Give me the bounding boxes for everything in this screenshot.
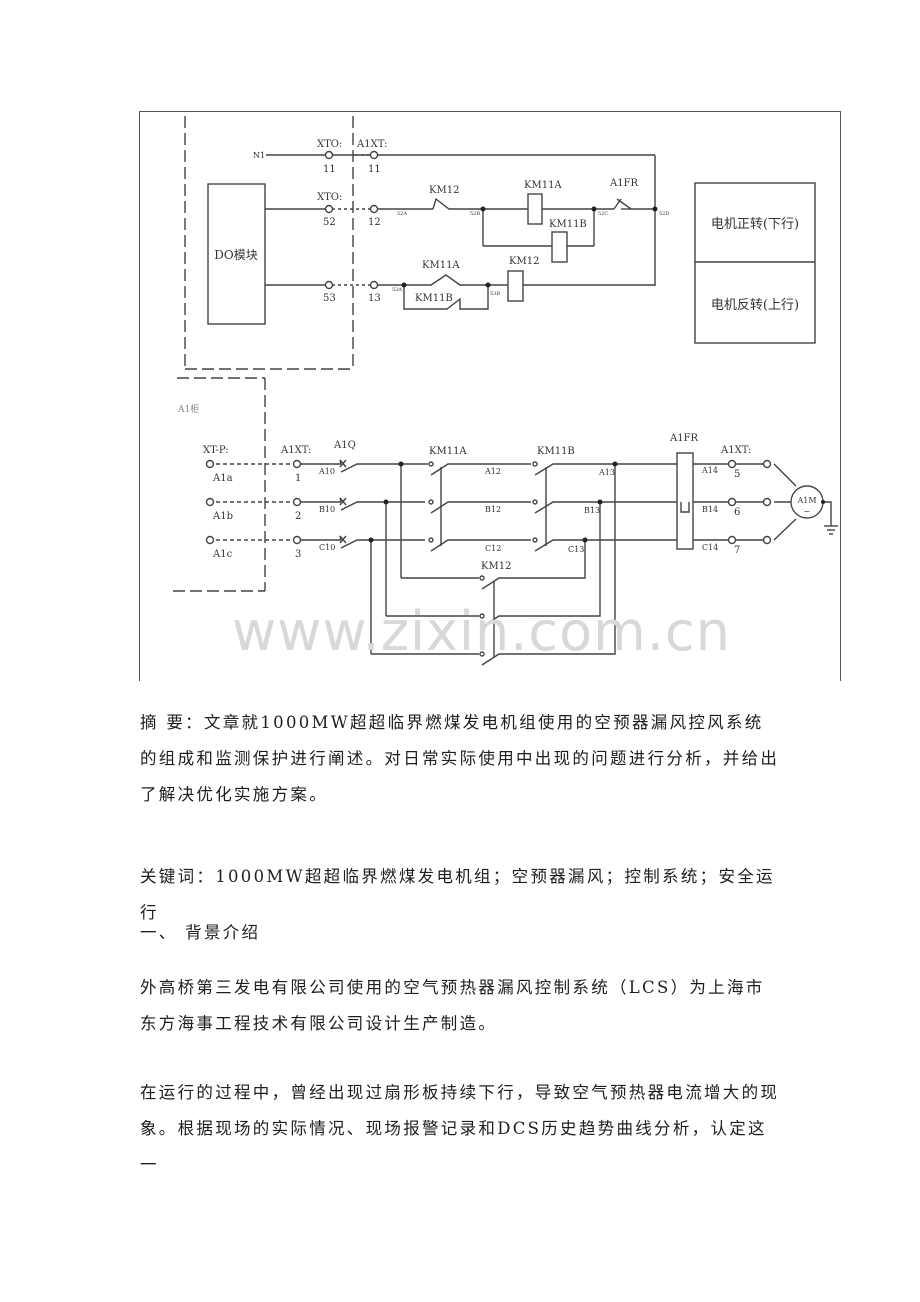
- label-c12: C12: [485, 544, 501, 553]
- label-xt-p: XT-P:: [203, 445, 229, 456]
- label-motor: A1M: [796, 496, 816, 505]
- label-c14: C14: [702, 543, 718, 552]
- label-a1fr-power: A1FR: [669, 433, 699, 444]
- label-km11b-contact: KM11B: [415, 293, 453, 304]
- body-paragraph-1: 外高桥第三发电有限公司使用的空气预热器漏风控制系统（LCS）为上海市东方海事工程…: [140, 978, 765, 1033]
- do-module-label: DO模块: [214, 248, 257, 262]
- label-a1b: A1b: [212, 511, 233, 522]
- label-km12-contact: KM12: [429, 185, 459, 196]
- label-km11b-power: KM11B: [537, 446, 575, 457]
- label-km11a-power: KM11A: [429, 446, 467, 457]
- do-module-box: [207, 183, 266, 325]
- label-km11a-contact: KM11A: [422, 260, 460, 271]
- label-a1fr-contact: A1FR: [609, 178, 639, 189]
- label-node-52d: 52D: [659, 211, 669, 217]
- label-a1c: A1c: [212, 549, 233, 560]
- label-xto-mid: XTO:: [317, 192, 342, 203]
- label-terminal-11b: 11: [368, 164, 381, 175]
- label-node-52c: 52C: [598, 211, 608, 217]
- label-c13: C13: [568, 545, 584, 554]
- label-terminal-5: 5: [734, 469, 740, 480]
- label-a1xt-out: A1XT:: [720, 445, 751, 456]
- label-a1a: A1a: [212, 473, 233, 484]
- label-terminal-6: 6: [734, 507, 740, 518]
- label-motor-forward: 电机正转(下行): [711, 217, 799, 232]
- label-terminal-3: 3: [295, 549, 301, 560]
- label-terminal-12: 12: [368, 217, 381, 228]
- label-terminal-52: 52: [323, 217, 336, 228]
- label-node-53b: 53B: [490, 291, 500, 297]
- label-a13: A13: [598, 468, 615, 477]
- label-km11b-coil: KM11B: [549, 219, 587, 230]
- abstract-paragraph: 摘 要：文章就1000MW超超临界燃煤发电机组使用的空预器漏风控风系统的组成和监…: [140, 713, 780, 804]
- label-km12-power: KM12: [481, 561, 511, 572]
- label-motor-ac: ~: [804, 507, 811, 516]
- label-c10: C10: [319, 543, 335, 552]
- label-a1q: A1Q: [333, 440, 356, 451]
- label-cabinet: A1柜: [177, 403, 199, 415]
- label-b14: B14: [702, 505, 718, 514]
- label-motor-reverse: 电机反转(上行): [711, 298, 799, 313]
- label-terminal-13: 13: [368, 293, 381, 304]
- label-b13: B13: [584, 506, 600, 515]
- label-xto-top: XTO:: [317, 139, 342, 150]
- label-km11a-coil: KM11A: [524, 180, 562, 191]
- dashed-enclosure: [173, 116, 354, 592]
- label-b12: B12: [485, 505, 501, 514]
- label-a14: A14: [701, 466, 718, 475]
- label-a10: A10: [318, 467, 335, 476]
- label-terminal-11a: 11: [323, 164, 336, 175]
- label-node-52a: 52A: [397, 211, 407, 217]
- circuit-diagram: DO模块: [139, 111, 841, 681]
- label-b10: B10: [319, 505, 335, 514]
- label-a12: A12: [484, 467, 501, 476]
- section-heading-background: 一、 背景介绍: [140, 923, 261, 942]
- label-a1xt-top: A1XT:: [356, 139, 387, 150]
- label-node-53a: 53A: [392, 287, 402, 293]
- label-a1xt-power: A1XT:: [280, 445, 311, 456]
- label-km12-coil: KM12: [509, 256, 539, 267]
- watermark: www.zixin.com.cn: [232, 600, 731, 663]
- label-n1: N1: [253, 151, 265, 160]
- motor-direction-box: [694, 182, 816, 344]
- keywords-paragraph: 关键词：1000MW超超临界燃煤发电机组；空预器漏风；控制系统；安全运行: [140, 867, 775, 922]
- label-terminal-53: 53: [323, 293, 336, 304]
- label-terminal-1: 1: [295, 473, 301, 484]
- body-paragraph-2: 在运行的过程中，曾经出现过扇形板持续下行，导致空气预热器电流增大的现象。根据现场…: [140, 1083, 780, 1174]
- label-terminal-2: 2: [295, 511, 301, 522]
- label-terminal-7: 7: [734, 545, 740, 556]
- label-node-52b: 52B: [470, 211, 480, 217]
